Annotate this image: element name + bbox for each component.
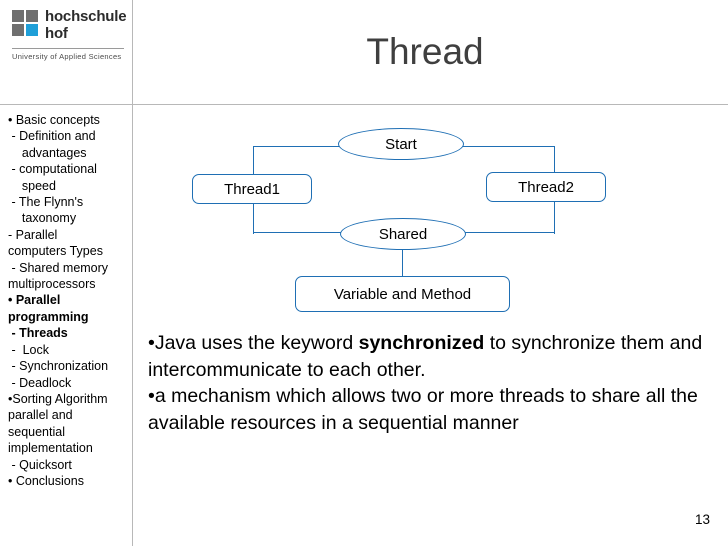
sidebar-item-20[interactable]: implementation — [8, 441, 93, 456]
logo-square-bottom-left — [12, 24, 24, 36]
diagram-node-thread1-label: Thread1 — [224, 180, 280, 198]
sidebar-divider — [132, 0, 133, 546]
sidebar-item-17[interactable]: •Sorting Algorithm — [8, 391, 108, 406]
sidebar-item-6[interactable]: taxonomy — [8, 211, 77, 226]
diagram-node-shared-label: Shared — [378, 225, 428, 243]
thread-diagram: Start Thread1 Thread2 Shared Variable an… — [140, 112, 720, 312]
sidebar-item-8[interactable]: computers Types — [8, 244, 103, 259]
header-divider — [0, 104, 728, 105]
sidebar-item-3[interactable]: - computational — [8, 162, 97, 177]
sidebar-item-0[interactable]: • Basic concepts — [8, 113, 100, 127]
page-number: 13 — [694, 512, 710, 527]
logo-subtitle: University of Applied Sciences — [12, 52, 122, 61]
logo-squares-icon — [12, 10, 40, 42]
body-content: •Java uses the keyword synchronized to s… — [148, 330, 708, 436]
sidebar-item-15[interactable]: - Synchronization — [8, 359, 109, 374]
body-paragraph-1: •Java uses the keyword synchronized to s… — [148, 330, 708, 383]
sidebar-item-21[interactable]: - Quicksort — [8, 457, 72, 472]
institution-logo: hochschule hof University of Applied Sci… — [12, 8, 127, 70]
diagram-node-shared[interactable]: Shared — [340, 218, 466, 250]
sidebar-item-14[interactable]: - Lock — [8, 342, 49, 357]
sidebar-item-16[interactable]: - Deadlock — [8, 375, 72, 390]
logo-divider — [12, 48, 124, 49]
body-paragraph-1-prefix: •Java uses the keyword — [148, 332, 359, 354]
sidebar-item-19[interactable]: sequential — [8, 424, 65, 439]
diagram-node-variable-label: Variable and Method — [333, 285, 472, 303]
logo-wordmark-line2: hof — [45, 25, 68, 42]
sidebar-item-4[interactable]: speed — [8, 178, 56, 193]
sidebar-item-13[interactable]: - Threads — [8, 326, 68, 341]
diagram-node-start-label: Start — [385, 135, 417, 153]
logo-square-bottom-right-accent — [26, 24, 38, 36]
sidebar-item-7[interactable]: - Parallel — [8, 227, 58, 242]
sidebar-item-18[interactable]: parallel and — [8, 408, 73, 423]
body-paragraph-1-suffix: to synchronize them and intercommunicate… — [148, 332, 703, 381]
outline-sidebar: • Basic concepts - Definition and advant… — [8, 112, 132, 489]
connector-shared-to-variable — [402, 237, 404, 277]
logo-square-top-left — [12, 10, 24, 22]
sidebar-item-22[interactable]: • Conclusions — [8, 473, 84, 488]
sidebar-item-5[interactable]: - The Flynn's — [8, 195, 84, 210]
logo-wordmark: hochschule hof — [45, 8, 127, 42]
sidebar-item-9[interactable]: - Shared memory — [8, 260, 109, 275]
diagram-node-start[interactable]: Start — [338, 128, 464, 160]
sidebar-item-12[interactable]: programming — [8, 309, 89, 324]
diagram-node-thread2[interactable]: Thread2 — [486, 172, 606, 202]
sidebar-item-11[interactable]: • Parallel — [8, 293, 61, 308]
page-title: Thread — [366, 31, 484, 72]
sidebar-item-1[interactable]: - Definition and — [8, 129, 96, 144]
body-paragraph-1-keyword: synchronized — [358, 332, 485, 354]
diagram-node-variable-and-method[interactable]: Variable and Method — [295, 276, 510, 312]
body-paragraph-2: •a mechanism which allows two or more th… — [148, 385, 698, 434]
sidebar-item-10[interactable]: multiprocessors — [8, 277, 96, 292]
logo-square-top-right — [26, 10, 38, 22]
diagram-node-thread2-label: Thread2 — [518, 178, 574, 196]
sidebar-item-2[interactable]: advantages — [8, 145, 87, 160]
logo-wordmark-line1: hochschule — [45, 8, 127, 25]
diagram-node-thread1[interactable]: Thread1 — [192, 174, 312, 204]
